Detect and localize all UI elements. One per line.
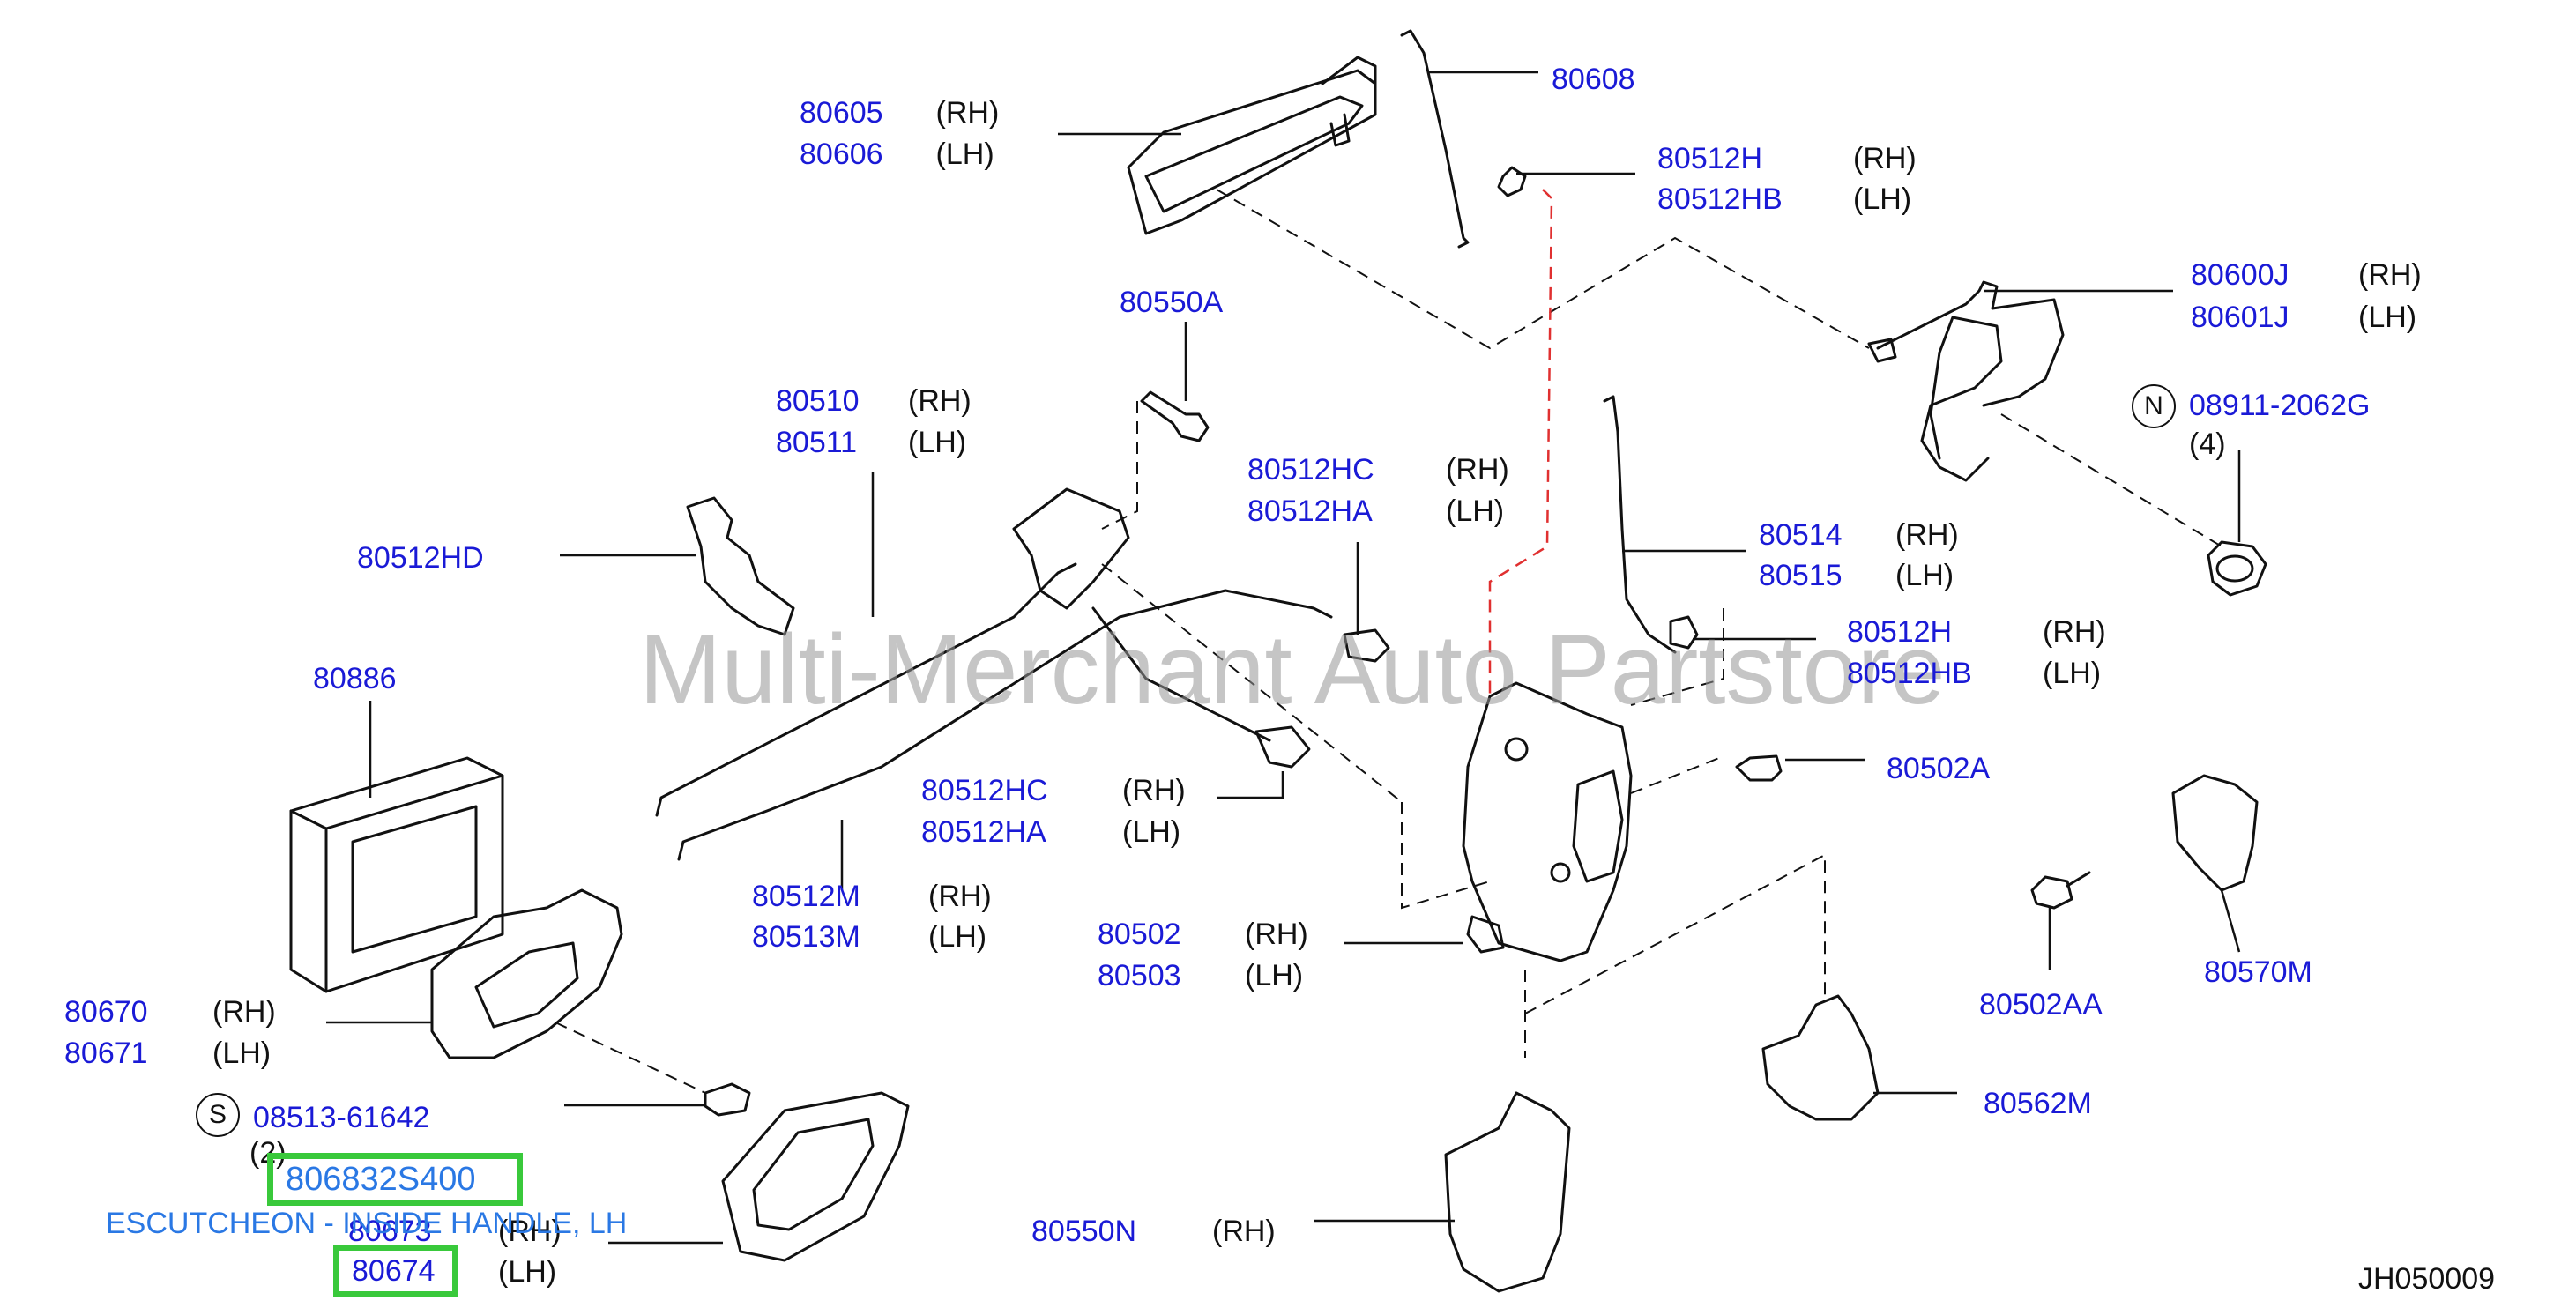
- callout-80512hc-top[interactable]: 80512HC(RH): [1247, 453, 1509, 487]
- callout-80503[interactable]: 80503(LH): [1098, 959, 1304, 992]
- n-symbol-icon: N: [2132, 384, 2176, 428]
- highlight-806832s400[interactable]: 806832S400: [267, 1153, 523, 1206]
- actuator-80550n-shape: [1444, 1091, 1571, 1293]
- bolt-80550a-shape: [1140, 390, 1210, 442]
- door-latch-shape: [1462, 681, 1633, 962]
- rod-80514-shape: [1603, 395, 1677, 654]
- qty-08911: (4): [2189, 427, 2226, 461]
- callout-80502[interactable]: 80502(RH): [1098, 918, 1308, 951]
- callout-80502a[interactable]: 80502A: [1887, 752, 1991, 785]
- nut-shape: [2207, 540, 2267, 597]
- screw-08513-shape: [704, 1082, 751, 1117]
- callout-80512m[interactable]: 80512M(RH): [752, 880, 992, 913]
- callout-80512h-mid[interactable]: 80512H(RH): [1847, 615, 2106, 649]
- callout-80562m[interactable]: 80562M: [1984, 1087, 2092, 1120]
- box-80886-shape: [289, 756, 504, 993]
- callout-80512h-top[interactable]: 80512H(RH): [1657, 142, 1917, 175]
- callout-80512hb-top[interactable]: 80512HB(LH): [1657, 182, 1912, 216]
- clip-80512hc-mid-shape: [1254, 725, 1311, 769]
- actuator-80562m-shape: [1761, 994, 1880, 1121]
- callout-80515[interactable]: 80515(LH): [1759, 559, 1954, 592]
- callout-80601j[interactable]: 80601J(LH): [2191, 301, 2417, 334]
- callout-80674-side: (LH): [498, 1255, 557, 1289]
- tooltip-text: ESCUTCHEON - INSIDE HANDLE, LH: [106, 1207, 628, 1240]
- callout-80886[interactable]: 80886: [313, 662, 397, 695]
- highlight-80674-label: 80674: [352, 1254, 436, 1288]
- callout-80606[interactable]: 80606(LH): [800, 137, 994, 171]
- callout-80510[interactable]: 80510(RH): [776, 384, 972, 418]
- highlight-806832s400-label: 806832S400: [286, 1161, 476, 1198]
- rod-80510-shape: [655, 562, 1077, 817]
- part-80570m-shape: [2171, 774, 2259, 892]
- callout-80512hd[interactable]: 80512HD: [357, 541, 484, 575]
- inside-handle-shape: [430, 888, 623, 1059]
- dashed-lines: [555, 189, 2222, 1094]
- callout-80513m[interactable]: 80513M(LH): [752, 920, 987, 954]
- callout-80511[interactable]: 80511(LH): [776, 426, 967, 459]
- clip-80512h-mid-shape: [1669, 615, 1699, 650]
- screw-80502a-shape: [1735, 754, 1783, 782]
- callout-80605[interactable]: 80605(RH): [800, 96, 1000, 130]
- s-symbol-icon: S: [196, 1093, 240, 1137]
- callout-80514[interactable]: 80514(RH): [1759, 518, 1959, 552]
- callout-80673[interactable]: 80673(RH): [348, 1215, 562, 1248]
- screw-80502aa-shape: [2030, 871, 2091, 910]
- callout-80670[interactable]: 80670(RH): [64, 995, 276, 1029]
- watermark: Multi-Merchant Auto Partstore: [639, 614, 1946, 725]
- outside-handle-shape: [1127, 56, 1377, 235]
- callout-80512ha-top[interactable]: 80512HA(LH): [1247, 494, 1505, 528]
- callout-08513[interactable]: 08513-61642: [253, 1101, 430, 1134]
- diagram-code: JH050009: [2358, 1262, 2496, 1296]
- callout-80550n[interactable]: 80550N(RH): [1031, 1215, 1276, 1248]
- callout-80671[interactable]: 80671(LH): [64, 1037, 272, 1070]
- clip-top-shape: [1497, 166, 1527, 197]
- lock-assembly-shape: [1867, 280, 2065, 482]
- callout-08911[interactable]: 08911-2062G: [2189, 389, 2371, 422]
- bracket-80512hd-shape: [686, 496, 795, 636]
- red-dashed-line: [1488, 189, 1553, 696]
- callout-80512ha-mid[interactable]: 80512HA(LH): [921, 815, 1181, 849]
- callout-80570m[interactable]: 80570M: [2204, 955, 2312, 989]
- rod-center-shape: [1091, 606, 1271, 742]
- callout-80512hb-mid[interactable]: 80512HB(LH): [1847, 657, 2102, 690]
- rod-80512m-shape: [677, 589, 1333, 861]
- callout-80608[interactable]: 80608: [1552, 63, 1635, 96]
- escutcheon-shape: [721, 1091, 910, 1262]
- callout-80502aa[interactable]: 80502AA: [1979, 988, 2103, 1022]
- callout-80512hc-mid[interactable]: 80512HC(RH): [921, 774, 1186, 807]
- callout-80600j[interactable]: 80600J(RH): [2191, 258, 2422, 292]
- callout-80550a[interactable]: 80550A: [1120, 286, 1224, 319]
- leader-lines: [326, 71, 2241, 1245]
- remote-lever-shape: [1012, 487, 1130, 610]
- highlight-80674[interactable]: 80674: [333, 1245, 458, 1297]
- clip-80512hc-shape: [1343, 628, 1390, 663]
- rod-80608-shape: [1400, 29, 1470, 249]
